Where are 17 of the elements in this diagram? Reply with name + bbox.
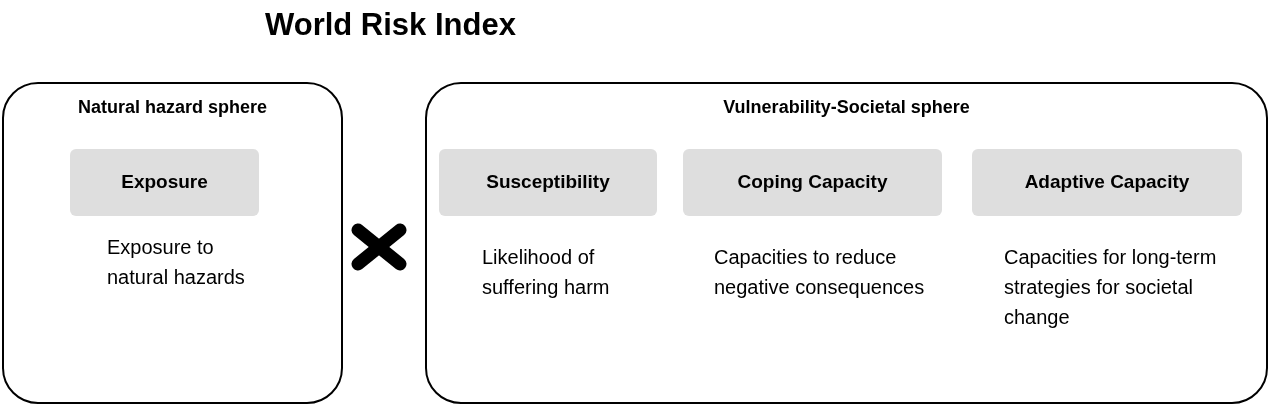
factor-label: Coping Capacity: [737, 170, 888, 195]
factor-description: Capacities to reduce negative consequences: [714, 245, 926, 300]
panel-heading: Natural hazard sphere: [76, 96, 269, 119]
panel-heading: Vulnerability-Societal sphere: [722, 96, 971, 119]
factor-description: Likelihood of suffering harm: [482, 245, 611, 300]
sphere-panel: [425, 82, 1268, 404]
factor-label: Exposure: [121, 170, 208, 195]
factor-label: Adaptive Capacity: [1024, 170, 1190, 195]
factor-box: [70, 149, 259, 216]
factor-box: [972, 149, 1242, 216]
factor-box: [439, 149, 657, 216]
factor-box: [683, 149, 942, 216]
sphere-panel: [2, 82, 343, 404]
factor-description: Exposure to natural hazards: [107, 235, 246, 290]
factor-label: Susceptibility: [486, 170, 610, 195]
diagram-title: World Risk Index: [265, 6, 516, 44]
factor-description: Capacities for long-term strategies for societal change: [1004, 245, 1218, 330]
